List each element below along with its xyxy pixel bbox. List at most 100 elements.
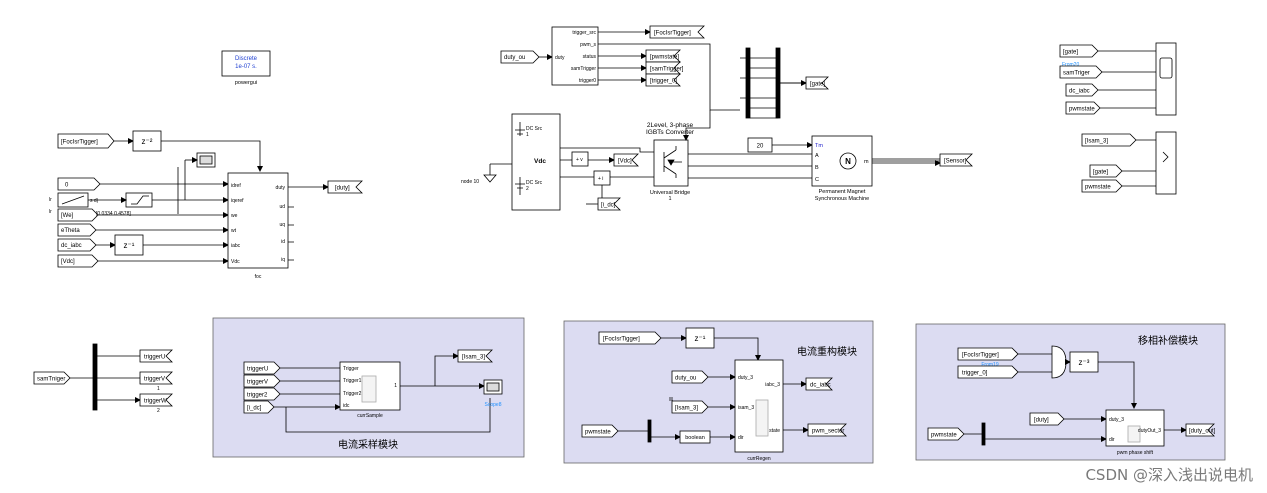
foc-block[interactable] [227,172,289,269]
voltage-meas[interactable] [571,151,589,167]
goto-samtrigger[interactable] [645,61,681,75]
shift-from-pwm[interactable] [927,427,965,441]
goto-isam3[interactable] [457,349,493,363]
demux-section: samTniger triggerU triggerV 1 triggerW 2 [33,343,173,414]
from-duty-out[interactable] [500,50,540,64]
from-etheta[interactable] [57,223,97,237]
s1-in-2: dc_iabc [1069,89,1090,95]
motor-in-b: B [815,165,819,171]
shift-from-pwm-label: pwmstate [931,433,957,439]
svg-text:2: 2 [526,186,529,192]
from-vdc[interactable] [57,254,99,268]
vdc-label: [Vdc] [61,259,75,265]
regen-goto-iabc[interactable] [805,377,833,391]
scope1-in-sam[interactable] [1059,65,1103,79]
powergui-line1: Discrete [235,56,258,62]
phase-shift-area: 移相补偿模块 [FocIsrTigger] From19 trigger_0] … [915,323,1226,461]
demux-out-0: triggerU [144,355,165,361]
svg-text:DC Src: DC Src [526,126,543,132]
s1-blue: From20 [1062,62,1079,68]
scope2-in-pwm[interactable] [1081,179,1123,193]
foc-out-1: ud [279,204,285,210]
goto-gate-label: [gate] [810,82,825,88]
from-we[interactable] [57,208,99,222]
regen-from-trig[interactable] [598,331,662,345]
goto-duty[interactable] [327,180,363,194]
goto-trigger0[interactable] [645,73,681,87]
from-label: [FocIsrTigger] [61,140,98,146]
regen-from-isam[interactable] [671,400,709,414]
svg-text:N: N [845,157,851,166]
goto-vdc[interactable] [613,153,639,167]
delay-label: z⁻² [142,137,153,146]
pwm-out-2: status [583,54,597,60]
s2-in-0: [Isam_3] [1085,139,1108,145]
pmsm-block[interactable] [811,135,873,187]
etheta-label: eTheta [61,228,80,234]
from-focisrtrigger-1[interactable] [57,133,115,149]
goto-gate[interactable] [805,76,829,90]
regen-from-pwm[interactable] [581,424,619,438]
mux-gate[interactable] [745,47,751,119]
goto-triggerv[interactable] [139,371,173,385]
regen-from-trig-label: [FocIsrTigger] [603,337,640,343]
sample-in-3-label: [i_dc] [247,406,262,412]
scope1-in-pwm[interactable] [1065,101,1101,115]
powergui-block[interactable]: Discrete 1e-07 s. powergui [221,50,271,86]
scope1-in-gate[interactable] [1059,44,1099,58]
shift-from-trig-label: [FocIsrTigger] [962,353,999,359]
sample-in-3[interactable] [243,400,275,414]
scope-1[interactable] [1155,42,1177,116]
pwm-out-1: pwm_s [580,42,596,48]
goto-sensor[interactable] [939,153,973,167]
scope2-in-isam[interactable] [1081,133,1137,147]
powergui-line2: 1e-07 s. [235,64,257,70]
saturation-block[interactable] [125,192,153,208]
shift-area-bg [915,323,1226,461]
from-dc-iabc[interactable] [57,238,97,252]
demux-out-1: triggerV [144,377,165,383]
goto-idc[interactable] [597,197,621,211]
demux-bar[interactable] [92,343,98,411]
shift-from-duty-label: [duty] [1034,418,1049,424]
regen-out-1: state [769,428,780,434]
goto-pwmstate[interactable] [645,49,681,63]
const-0[interactable] [57,177,101,191]
current-sample-area: 电流采样模块 triggerU triggerV trigger2 [i_dc]… [212,317,525,458]
scope1-in-iabc[interactable] [1065,83,1099,97]
shift-port-0: duty_3 [1109,417,1124,423]
sample-in-2-label: trigger2 [247,393,268,399]
shift-blue: From19 [981,362,998,368]
goto-triggerw[interactable] [139,393,173,407]
vdc-text: Vdc [534,158,546,165]
from-samtniger[interactable] [33,371,71,385]
scope-2[interactable] [1155,131,1177,195]
shift-from-t0-label: trigger_0] [962,371,988,377]
regen-from-duty[interactable] [671,370,709,384]
shift-goto-duty-out[interactable] [1185,423,1215,437]
regen-goto-iabc-label: dc_iabc [810,383,831,389]
sample-in-1-label: triggerV [247,380,268,386]
pwm-out-3: samTrigger [571,66,596,72]
const20-label: 20 [757,144,764,150]
shift-from-t0[interactable] [957,365,1019,379]
demux-n1: 1 [157,386,160,392]
shift-from-duty[interactable] [1029,412,1065,426]
s1-in-3: pwmstate [1069,107,1095,113]
sample-in-1[interactable] [243,374,281,388]
foc-out-3: id [281,239,285,245]
scope8-label: Scope8 [485,402,502,408]
goto-focisrtrigger[interactable] [649,25,705,39]
we-label: [We] [61,213,74,219]
sample-in-0[interactable] [243,361,281,375]
regen-goto-sector-label: pwm_sector [812,429,844,435]
sample-in-2[interactable] [243,387,281,401]
goto-foc-label: [FocIsrTigger] [654,31,691,37]
regen-goto-sector[interactable] [807,423,847,437]
foc-in-4: iabc [231,243,241,249]
scope2-in-gate[interactable] [1089,164,1123,178]
motor-m: m [864,159,869,165]
goto-triggeru[interactable] [139,349,173,363]
shift-from-trig[interactable] [957,347,1019,361]
foc-out-4: iq [281,257,285,263]
